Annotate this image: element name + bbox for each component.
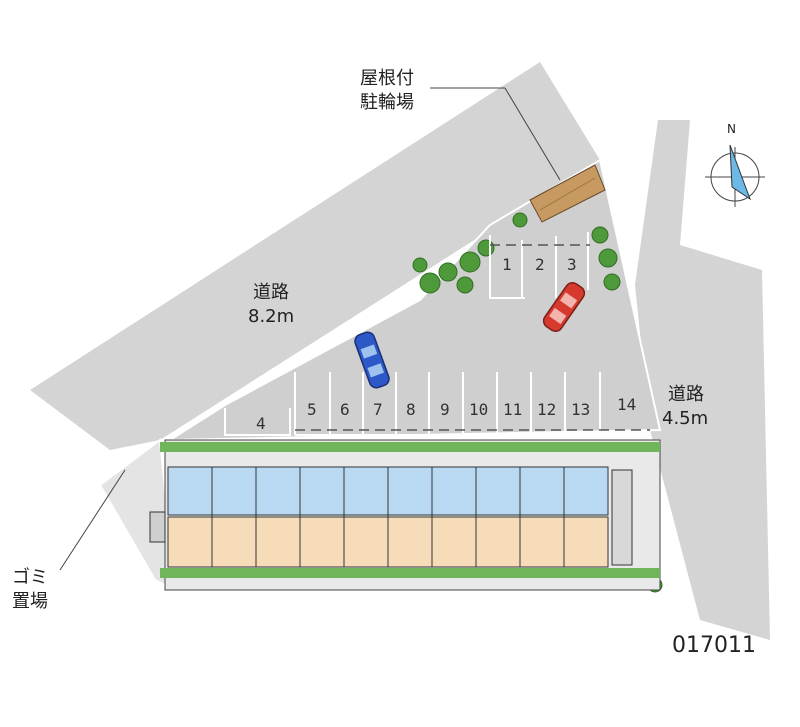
parking-number: 11 [503,400,522,419]
parking-number: 5 [307,400,317,419]
side-road-name: 道路 [668,384,704,405]
parking-number: 1 [502,255,512,274]
side-road [635,120,770,640]
parking-number: 13 [571,400,590,419]
bike-leader-line-2 [504,87,561,181]
parking-number: 12 [537,400,556,419]
bike-parking-roof [529,164,606,223]
apartment-building [149,439,661,591]
parking-number: 2 [535,255,545,274]
bike-parking-line-1: 屋根付 [360,68,414,89]
garbage-label: ゴミ 置場 [12,567,48,612]
main-road [30,62,600,450]
car-red [542,281,586,333]
north-compass-icon: N [705,122,765,207]
parking-numbers: 1 2 3 4 5 6 7 8 9 10 11 12 13 14 [256,255,636,433]
parking-number: 10 [469,400,488,419]
parking-number: 7 [373,400,383,419]
parking-number: 6 [340,400,350,419]
car-blue [354,331,390,389]
side-road-width: 4.5m [662,408,708,429]
parking-number: 3 [567,255,577,274]
parking-number: 4 [256,414,266,433]
main-road-label: 道路 8.2m [248,282,294,327]
garbage-line-1: ゴミ [12,567,48,588]
bike-parking-line-2: 駐輪場 [360,92,414,113]
parking-number: 14 [617,395,636,414]
property-id: 017011 [672,633,756,658]
side-road-label: 道路 4.5m [662,384,708,429]
main-road-name: 道路 [253,282,289,303]
bike-parking-label: 屋根付 駐輪場 [360,68,414,113]
parking-number: 9 [440,400,450,419]
north-label: N [727,122,736,136]
garbage-line-2: 置場 [12,591,48,612]
main-road-width: 8.2m [248,306,294,327]
parking-stalls-lower [224,372,650,436]
parking-number: 8 [406,400,416,419]
parking-stalls-upper [489,232,589,299]
parking-lot [166,158,662,442]
garbage-leader-line [59,469,126,571]
